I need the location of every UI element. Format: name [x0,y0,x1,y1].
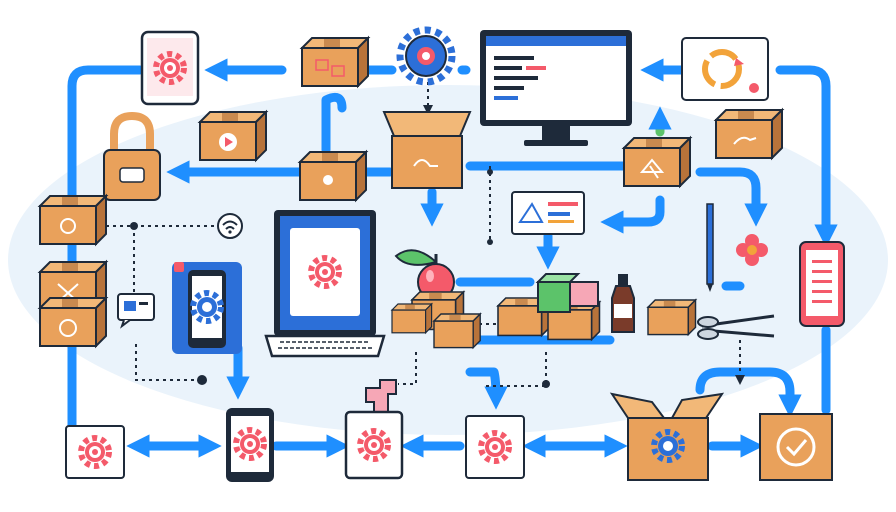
tablet-gear-bottom-2 [344,410,404,480]
card-gear-bottom-1 [65,425,125,479]
arrow-left-loop [67,65,145,452]
connector-dot [197,375,207,385]
flow-arrows [67,58,838,458]
arrow-loop-right [695,167,768,227]
bottle-icon [611,274,635,333]
connector-dot [130,222,138,230]
package-icon-open [382,111,472,189]
package-icon-top [301,37,369,87]
checkmark-icon [759,413,833,481]
package-icon-right-1 [623,137,691,187]
card-gear-bottom-3 [465,415,525,479]
connector-dot [487,239,493,245]
package-icon-center [299,151,367,201]
arrow-mid-down [465,367,508,410]
scissors-icon [697,314,775,340]
chart-card [511,191,585,235]
arrow-right-curve [695,367,802,418]
package-icon-mid-left [199,111,267,161]
monitor-icon [480,30,632,146]
refresh-icon [681,37,769,101]
package-icon-left-3 [39,297,107,347]
arrow-down-box [321,92,347,155]
chat-icon [117,293,155,329]
gear-icon-top [396,26,456,86]
package-icon-right-2 [715,109,783,159]
connector-dot [487,169,493,175]
color-cubes [535,273,599,313]
flower-icon [736,234,768,266]
arrow-to-chart [600,195,665,234]
phone-icon-right [799,241,845,327]
laptop-icon [264,210,386,358]
package-icon-left-1 [39,195,107,245]
tablet-icon-bottom [226,408,274,482]
wifi-icon [217,213,243,239]
connector-dot [542,380,550,388]
phone-icon [172,262,242,354]
apple-icon [394,249,455,301]
package-icon-open-bottom [609,392,725,481]
tablet-gear-top [140,30,200,106]
arrow-right-loop-top [775,65,838,248]
padlock-icon [103,111,161,201]
pen-icon [706,203,714,292]
